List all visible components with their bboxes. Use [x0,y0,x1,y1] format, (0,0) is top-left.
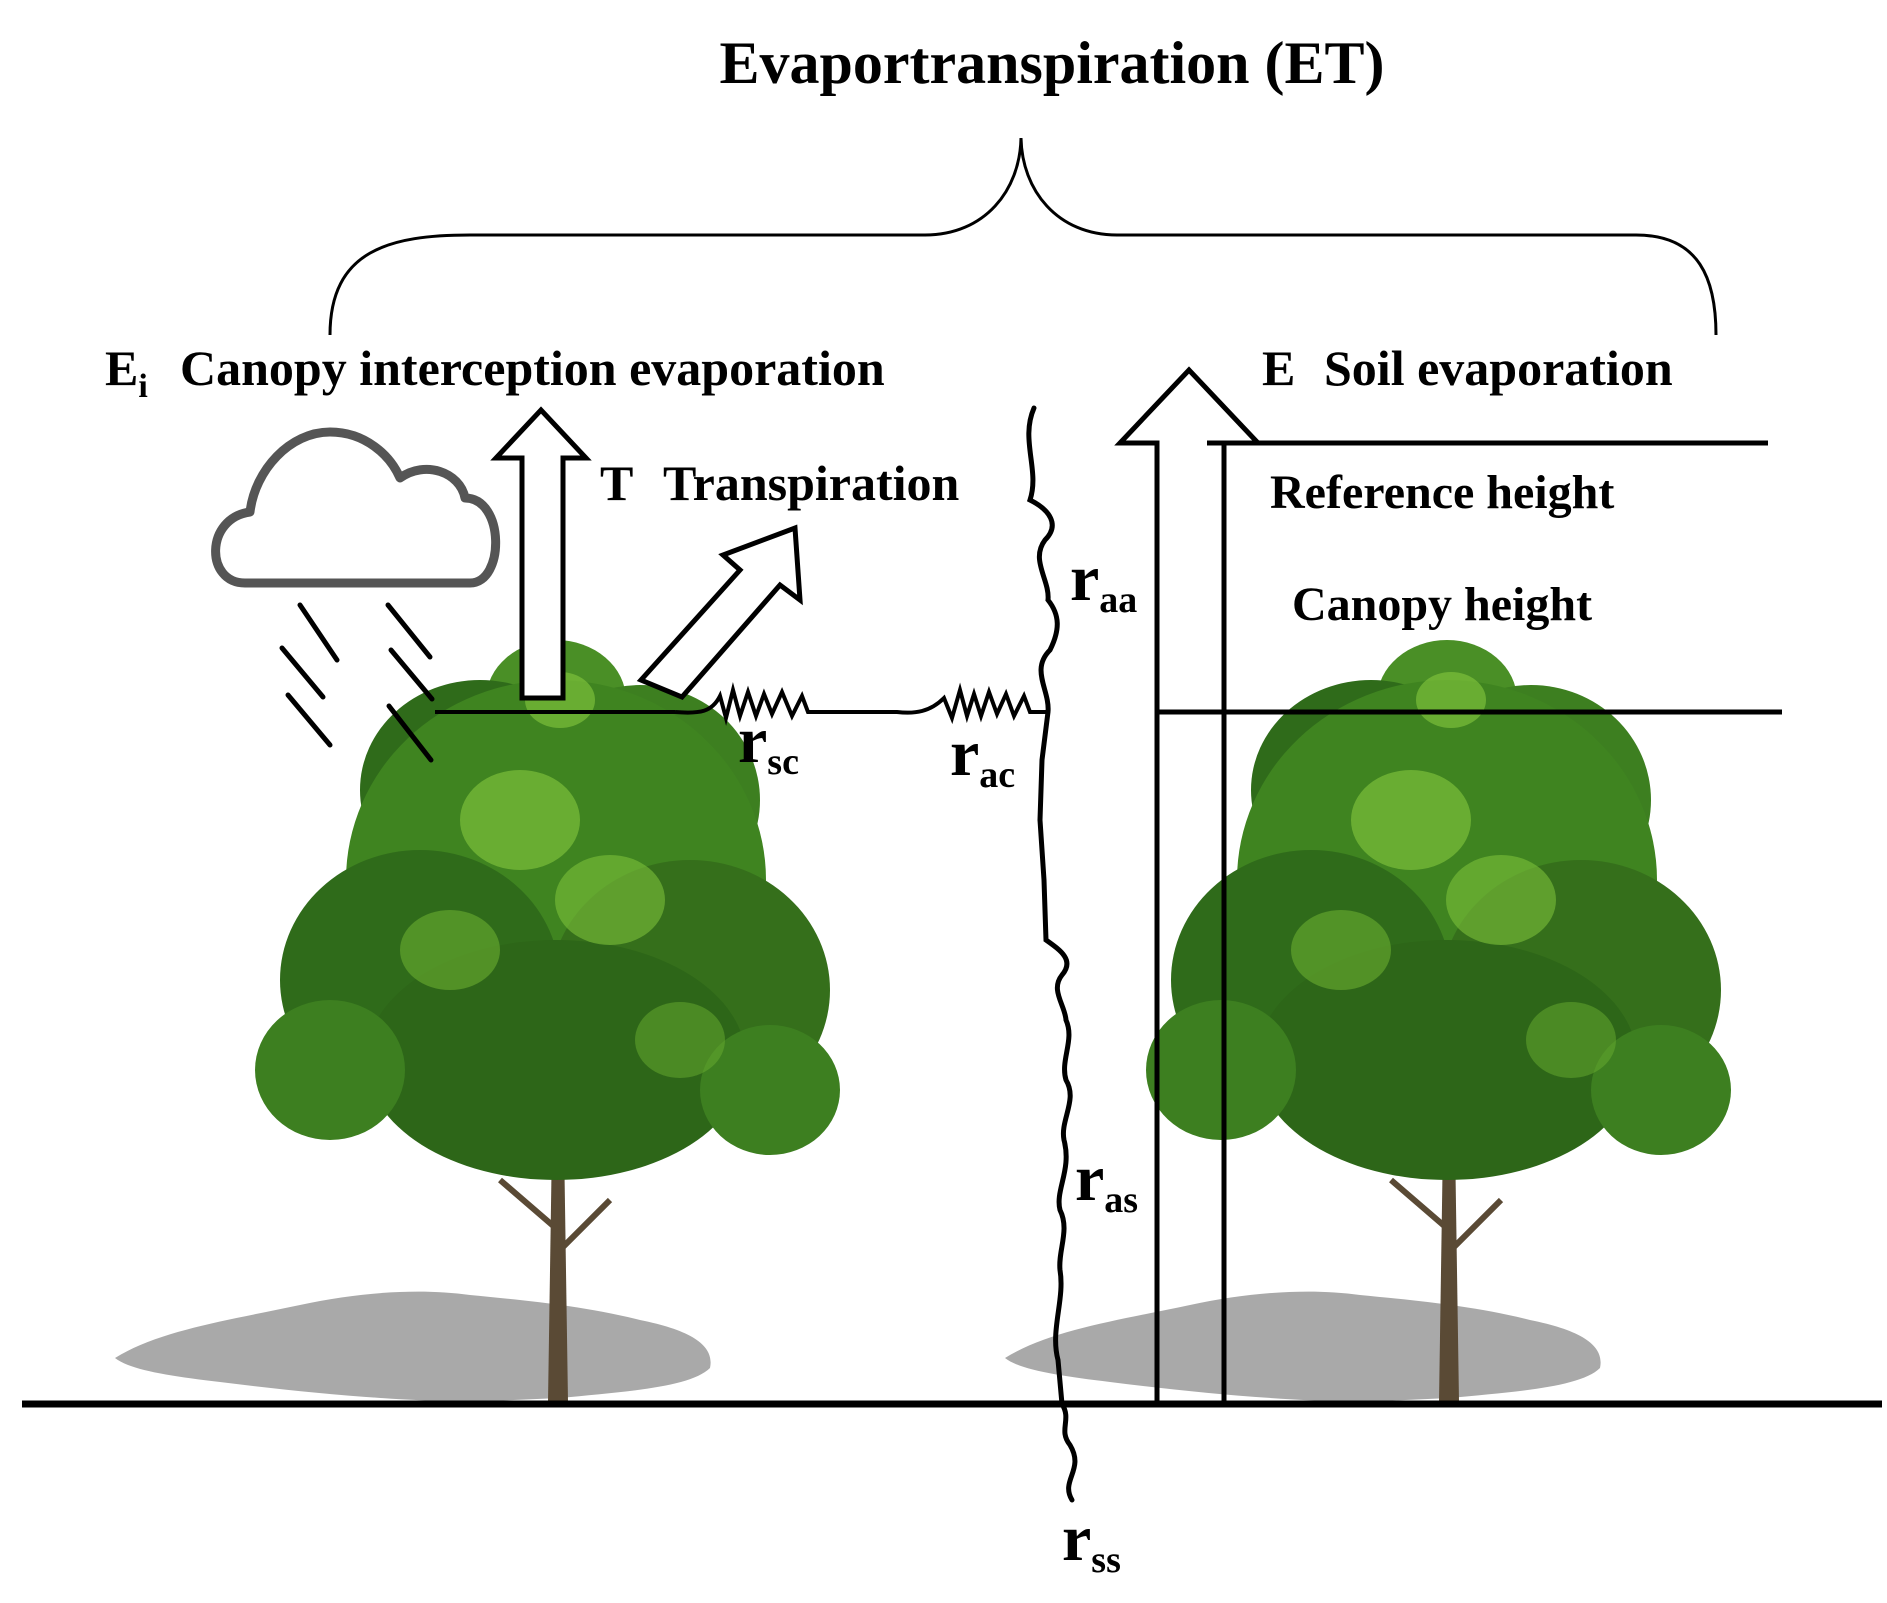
canopy-height-label: Canopy height [1292,578,1592,631]
resistance-path-vertical [1026,405,1078,1503]
e-symbol: E [1262,340,1295,396]
resistor-rsc [674,682,1048,726]
tree-icon [1146,640,1731,1402]
e-text: Soil evaporation [1324,340,1673,396]
ei-subscript: i [138,368,147,405]
arrow-up-icon [490,406,592,701]
tree-shadow-right [1005,1291,1601,1402]
tree-icon [255,640,840,1402]
rss-label: rss [1062,1502,1121,1581]
diagram-title: Evaportranspiration (ET) [719,30,1384,96]
t-text: Transpiration [663,455,960,511]
t-symbol: T [600,455,633,511]
ei-text: Canopy interception evaporation [180,340,885,396]
arrow-diagonal-icon [636,524,803,700]
ei-label: Ei [105,340,148,405]
tree-shadow-left [115,1291,711,1402]
rac-label: rac [950,717,1015,796]
rain-icon [279,602,435,763]
ei-symbol: E [105,340,138,396]
et-brace [328,137,1718,336]
ras-label: ras [1075,1142,1138,1221]
raa-label: raa [1070,542,1137,621]
cloud-icon [211,427,501,588]
reference-height-label: Reference height [1270,466,1614,519]
rsc-label: rsc [738,704,799,783]
